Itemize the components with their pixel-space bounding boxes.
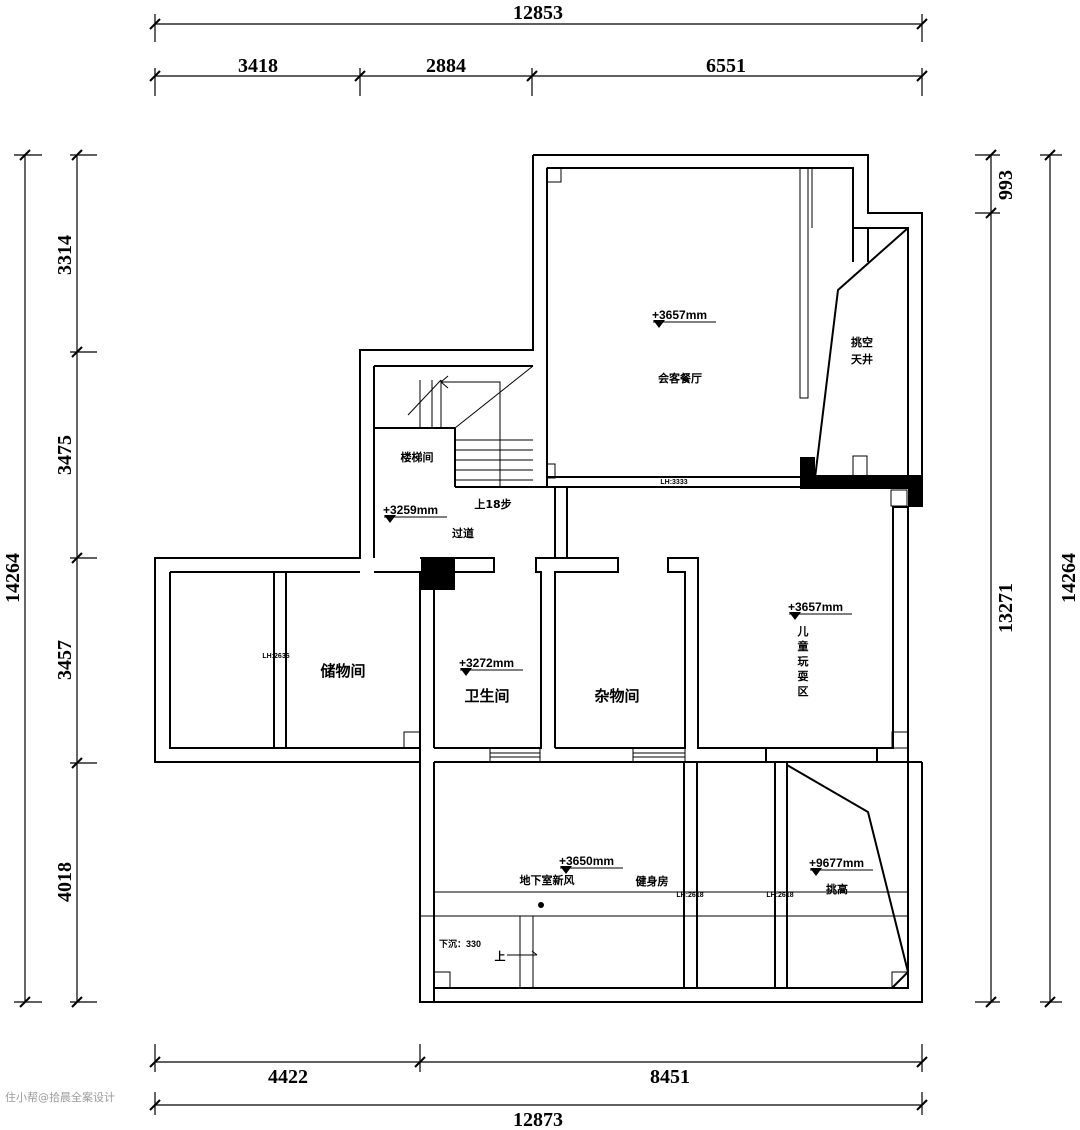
room-kids-char-3: 玩 (798, 655, 809, 668)
lh-living: LH:3333 (660, 479, 687, 486)
room-bathroom: 卫生间 (464, 687, 509, 705)
dim-right-inner: 13271 (995, 583, 1017, 633)
sunken-note: 下沉：330 (439, 938, 481, 949)
dim-bottom-seg-1: 4422 (268, 1066, 308, 1088)
lh-gym-1: LH:2618 (676, 892, 703, 899)
room-kids-char-5: 区 (798, 685, 809, 698)
dim-right-inner-top: 993 (995, 170, 1017, 200)
dimension-lines (14, 14, 1062, 1115)
dim-top-seg-1: 3418 (238, 55, 278, 77)
room-stair: 楼梯间 (401, 450, 434, 464)
walls (154, 154, 923, 1003)
dim-left-seg-4: 4018 (54, 862, 76, 902)
dim-bottom-total: 12873 (513, 1109, 563, 1130)
room-corridor: 过道 (452, 526, 474, 540)
watermark: 住小帮@拾晨全案设计 (5, 1090, 115, 1104)
dim-right-total: 14264 (1058, 553, 1080, 603)
dim-bottom-seg-2: 8451 (650, 1066, 690, 1088)
dim-left-total: 14264 (2, 553, 24, 603)
room-void-line1: 挑空 (851, 335, 873, 349)
room-basement-air: 地下室新风 (520, 873, 575, 887)
elevation-markers: +3657mm +3259mm +3272mm +3657mm +3650mm … (383, 308, 873, 876)
room-void-line2: 天井 (851, 352, 873, 366)
lh-gym-2: LH:2618 (766, 892, 793, 899)
dim-top-total: 12853 (513, 2, 563, 24)
room-kids: 儿 童 玩 耍 区 (797, 625, 809, 698)
elev-living: +3657mm (652, 308, 707, 322)
room-gym: 健身房 (636, 874, 669, 888)
column-corridor (421, 558, 455, 590)
dim-left-seg-3: 3457 (54, 640, 76, 680)
dim-left-seg-1: 3314 (54, 235, 76, 275)
elev-void-bottom: +9677mm (809, 856, 864, 870)
room-kids-char-2: 童 (798, 639, 809, 653)
dim-top-seg-2: 2884 (426, 55, 466, 77)
elev-kids: +3657mm (788, 600, 843, 614)
lh-storage: LH:2636 (262, 653, 289, 660)
up-mark: 上 (495, 949, 506, 963)
stair-note: 上18步 (474, 497, 511, 511)
staircase (407, 365, 534, 487)
room-storage: 储物间 (320, 662, 365, 680)
room-kids-char-1: 儿 (797, 625, 809, 638)
dim-left-seg-2: 3475 (54, 435, 76, 475)
elev-corridor: +3259mm (383, 503, 438, 517)
column-right (908, 475, 922, 507)
elev-bathroom: +3272mm (459, 656, 514, 670)
dim-top-seg-3: 6551 (706, 55, 746, 77)
room-kids-char-4: 耍 (798, 670, 809, 683)
room-void-bottom: 挑高 (826, 882, 848, 896)
elev-basement: +3650mm (559, 854, 614, 868)
beam-living (800, 475, 922, 489)
room-utility: 杂物间 (594, 687, 639, 705)
room-living: 会客餐厅 (658, 371, 702, 385)
